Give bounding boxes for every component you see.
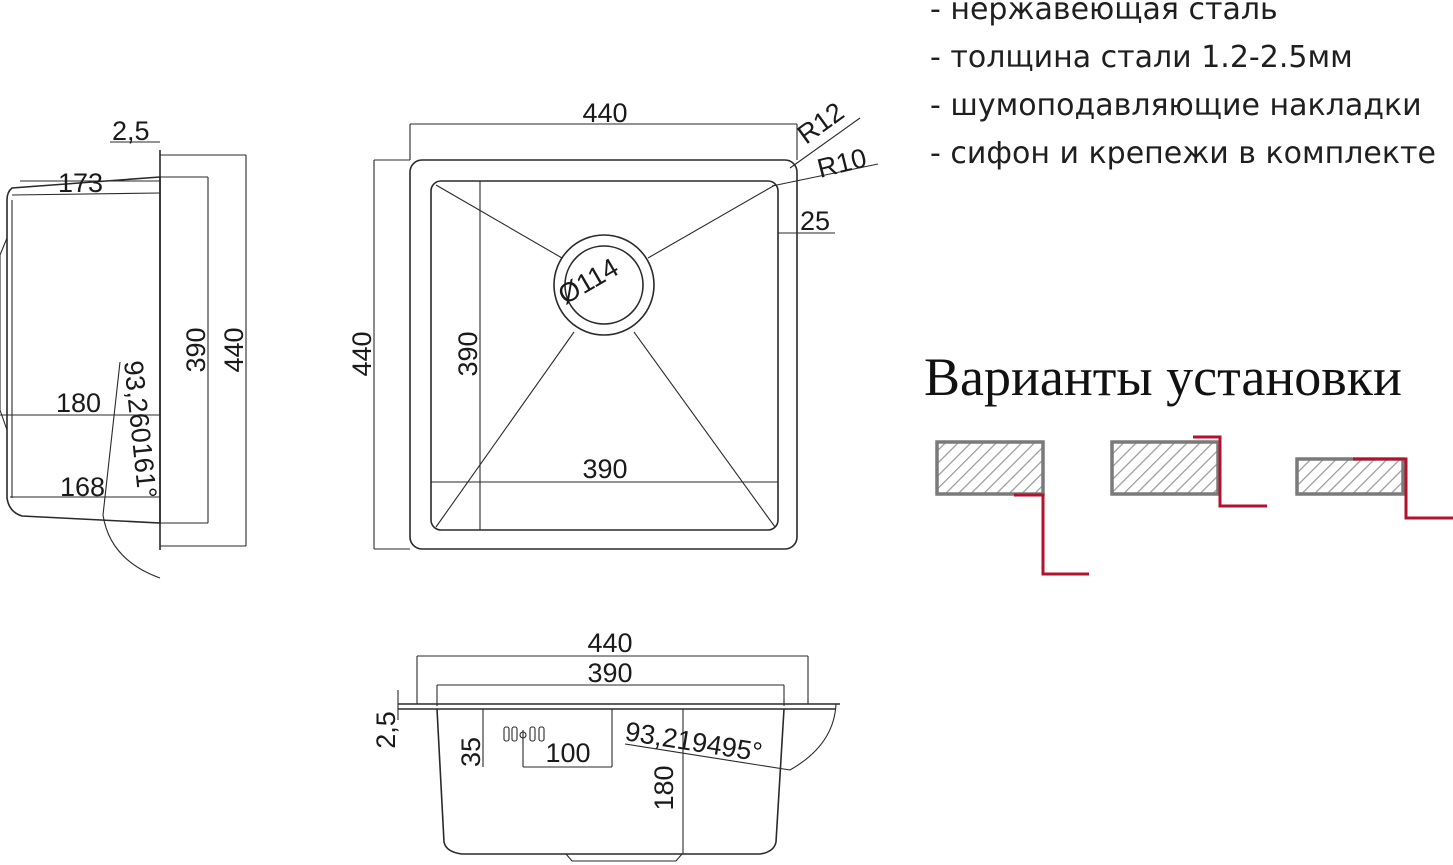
front-depth-dim: 180 bbox=[649, 765, 679, 810]
radius-inner-dim: R10 bbox=[814, 143, 869, 184]
install-option-overmount bbox=[1295, 457, 1453, 520]
top-view-bowl bbox=[430, 180, 779, 531]
side-rim-dim: 2,5 bbox=[112, 116, 150, 146]
spec-siphon: - сифон и крепежи в комплекте bbox=[930, 136, 1436, 171]
front-width-dim: 440 bbox=[587, 628, 632, 658]
radius-outer-dim: R12 bbox=[792, 96, 850, 149]
inner-width-dim: 390 bbox=[582, 454, 627, 484]
top-height-dim: 440 bbox=[347, 331, 377, 376]
front-inner-width-dim: 390 bbox=[587, 658, 632, 688]
spec-thickness: - толщина стали 1.2-2.5мм bbox=[930, 40, 1353, 75]
side-outer-dim: 440 bbox=[219, 327, 249, 372]
side-bottom-depth-dim: 168 bbox=[60, 472, 105, 502]
flange-dim: 25 bbox=[800, 206, 830, 236]
install-option-flush-mount bbox=[1110, 435, 1267, 508]
drain-inner bbox=[564, 245, 644, 325]
overflow-height-dim: 35 bbox=[456, 737, 486, 767]
top-view: 440 440 R12 R10 25 Ø114 390 390 bbox=[347, 96, 879, 550]
top-view-outer-rim bbox=[409, 159, 798, 550]
side-mid-depth-dim: 180 bbox=[56, 388, 101, 418]
front-view: 440 390 2,5 35 100 180 93,219495° bbox=[371, 628, 840, 862]
installation-title: Варианты установки bbox=[924, 347, 1402, 407]
side-top-depth-dim: 173 bbox=[58, 168, 103, 198]
specs-list: - нержавеющая сталь - толщина стали 1.2-… bbox=[930, 0, 1436, 178]
inner-height-dim: 390 bbox=[453, 331, 483, 376]
side-angle-dim: 93,260161° bbox=[118, 359, 162, 500]
front-view-bowl bbox=[436, 708, 785, 855]
top-width-dim: 440 bbox=[582, 98, 627, 128]
drain-dim: Ø114 bbox=[553, 252, 623, 310]
overflow-offset-dim: 100 bbox=[545, 738, 590, 768]
spec-noise-pads: - шумоподавляющие накладки bbox=[930, 88, 1422, 123]
spec-material: - нержавеющая сталь bbox=[930, 0, 1278, 27]
side-view: 2,5 173 390 440 180 168 93,260161° bbox=[0, 116, 249, 579]
side-inner-dim: 390 bbox=[181, 327, 211, 372]
side-view-body bbox=[6, 176, 161, 524]
front-angle-dim: 93,219495° bbox=[623, 716, 764, 767]
install-option-undermount bbox=[935, 440, 1089, 576]
drain-outer bbox=[553, 234, 655, 336]
front-rim-dim: 2,5 bbox=[371, 711, 401, 749]
